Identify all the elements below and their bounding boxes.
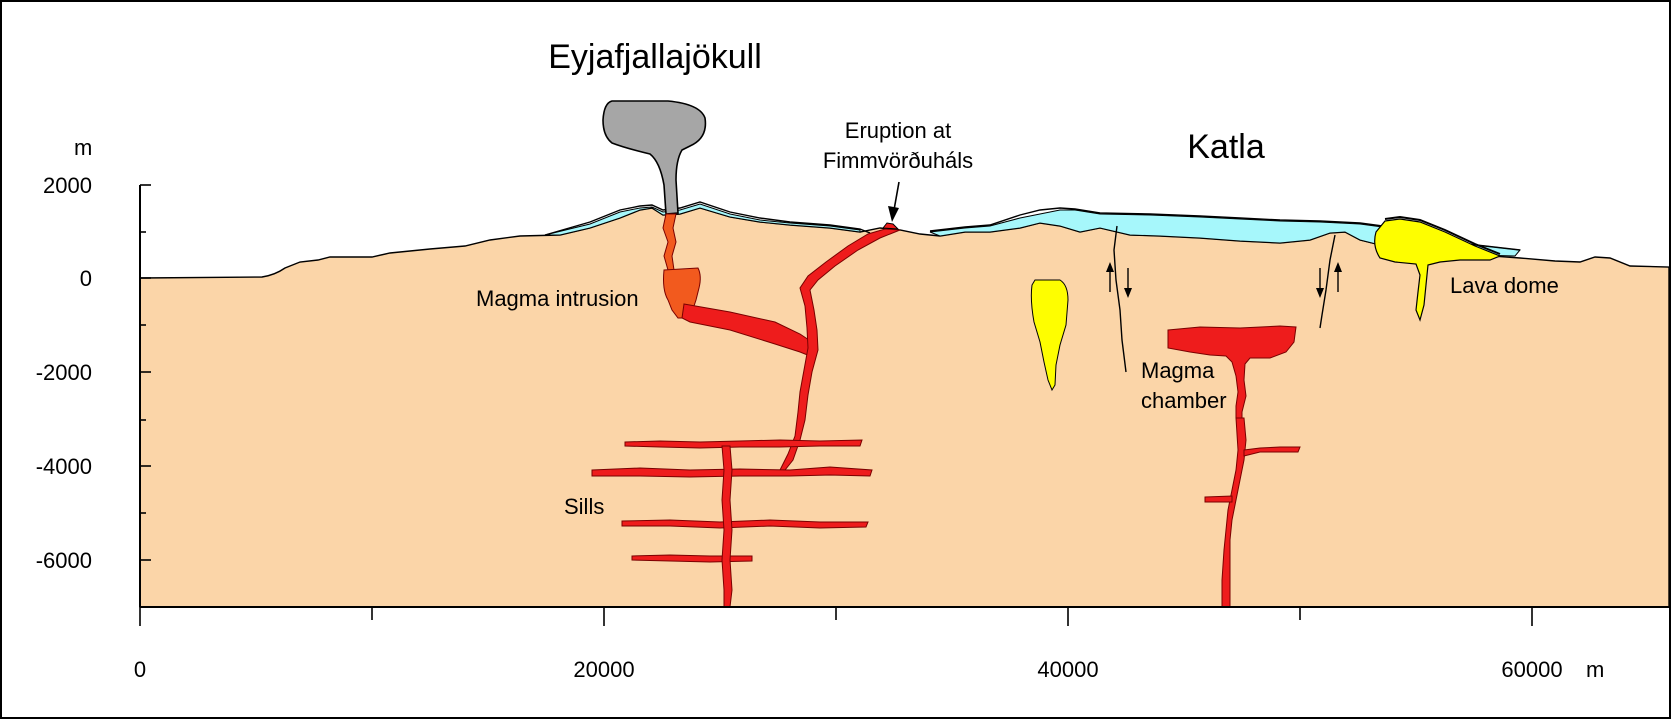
x-tick-label-0: 0: [134, 657, 146, 682]
lava-dome: [1374, 218, 1502, 322]
x-tick-label-60000: 60000: [1501, 657, 1562, 682]
katla-magma-chamber: [1167, 325, 1297, 421]
sill-4: [631, 554, 753, 563]
sill-3: [621, 519, 869, 529]
fault-arrows-east: [1316, 262, 1342, 298]
sill-1: [624, 439, 863, 449]
y-tick-label-minus-4000: -4000: [36, 454, 92, 479]
label-eruption-line1: Eruption at: [845, 118, 951, 143]
yellow-intrusion: [1030, 279, 1069, 392]
x-tick-label-40000: 40000: [1037, 657, 1098, 682]
x-axis-ticks: [139, 607, 1533, 626]
label-sills: Sills: [564, 494, 604, 519]
x-axis-unit: m: [1586, 657, 1604, 682]
y-tick-label-0: 0: [80, 266, 92, 291]
fault-line-west: [1113, 225, 1127, 373]
y-axis-ticks: [140, 184, 151, 561]
y-tick-label-2000: 2000: [43, 173, 92, 198]
ice-cap-eyjafjallajokull: [544, 203, 861, 236]
x-tick-label-20000: 20000: [573, 657, 634, 682]
label-magma-chamber-line1: Magma: [1141, 358, 1215, 383]
title-eyjafjallajokull: Eyjafjallajökull: [548, 38, 762, 76]
label-magma-chamber-line2: chamber: [1141, 388, 1227, 413]
label-lava-dome: Lava dome: [1450, 273, 1559, 298]
label-eruption-line2: Fimmvörðuháls: [823, 148, 973, 173]
sill-feeder-dike: [721, 445, 733, 608]
y-tick-label-minus-2000: -2000: [36, 360, 92, 385]
y-axis-unit: m: [74, 135, 92, 160]
y-tick-label-minus-6000: -6000: [36, 548, 92, 573]
eruption-pointer-arrow: [888, 181, 900, 222]
label-magma-intrusion: Magma intrusion: [476, 286, 639, 311]
eruption-vent: [882, 222, 900, 230]
katla-sill-east: [1243, 446, 1301, 457]
title-katla: Katla: [1187, 128, 1265, 166]
crust-body: [139, 207, 1670, 608]
ash-plume: [602, 100, 707, 215]
katla-sill-west: [1204, 495, 1233, 503]
lava-dome-edge: [1384, 215, 1501, 255]
fault-line-east: [1319, 234, 1336, 329]
fault-arrows-west: [1106, 262, 1132, 298]
